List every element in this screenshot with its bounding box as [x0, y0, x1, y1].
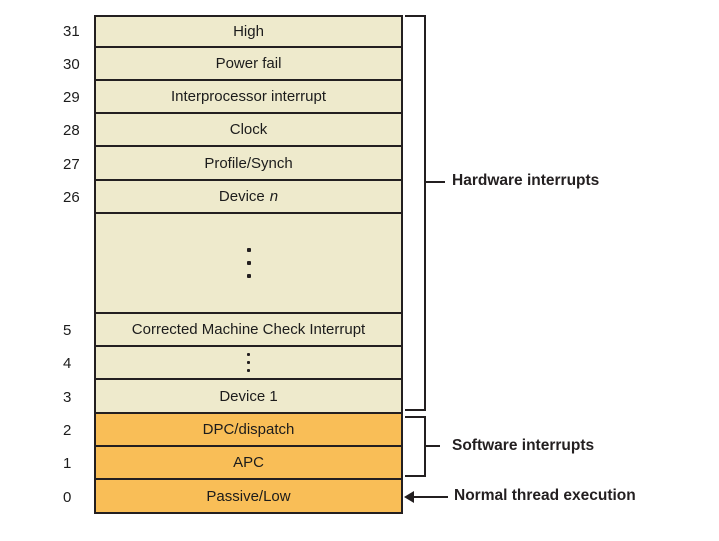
irql-cell-high: High — [94, 15, 403, 48]
hardware-interrupts-bracket — [405, 15, 426, 411]
irql-level-number: 26 — [63, 189, 80, 206]
irql-row-4: 4 — [63, 347, 403, 380]
irql-cell-label: Corrected Machine Check Interrupt — [131, 321, 366, 338]
irql-row-3: 3 Device 1 — [63, 380, 403, 414]
irql-cell-power-fail: Power fail — [94, 48, 403, 81]
irql-cell-label: Interprocessor interrupt — [170, 88, 327, 105]
irql-cell-label: Clock — [229, 121, 268, 138]
vertical-ellipsis-icon — [247, 353, 250, 372]
irql-cell-label: Device 1 — [219, 387, 278, 405]
irql-cell-passive-low: Passive/Low — [94, 480, 403, 514]
irql-level-number: 5 — [63, 322, 72, 339]
irql-cell-label: Device — [218, 188, 265, 205]
irql-row-0: 0 Passive/Low — [63, 480, 403, 514]
left-arrow-icon — [413, 496, 448, 498]
software-bracket-tick — [426, 445, 440, 447]
irql-cell-profile-synch: Profile/Synch — [94, 147, 403, 181]
irql-cell-label: APC — [233, 454, 264, 471]
hardware-interrupts-label: Hardware interrupts — [452, 172, 600, 189]
irql-cell-label: High — [233, 23, 264, 40]
normal-thread-execution-label: Normal thread execution — [454, 487, 636, 504]
irql-cell-device-1: Device 1 — [94, 380, 403, 414]
left-arrow-icon — [404, 491, 414, 503]
irql-cell-clock: Clock — [94, 114, 403, 147]
software-interrupts-bracket — [405, 416, 426, 477]
irql-level-number: 2 — [63, 422, 72, 439]
irql-level-number: 3 — [63, 388, 72, 406]
irql-cell-gap — [94, 214, 403, 314]
irql-row-27: 27 Profile/Synch — [63, 147, 403, 181]
irql-level-number: 28 — [63, 122, 80, 139]
irql-level-number: 27 — [63, 155, 80, 173]
irql-cell-label: Profile/Synch — [204, 154, 293, 172]
irql-cell-label-italic: n — [269, 188, 279, 205]
irql-row-gap — [63, 214, 403, 314]
irql-cell-dpc-dispatch: DPC/dispatch — [94, 414, 403, 447]
software-interrupts-label: Software interrupts — [452, 437, 595, 454]
irql-cell-cmci: Corrected Machine Check Interrupt — [94, 314, 403, 347]
irql-cell-gap-small — [94, 347, 403, 380]
irql-level-number: 29 — [63, 89, 80, 106]
irql-level-number: 0 — [63, 488, 72, 506]
hardware-bracket-tick — [426, 181, 445, 183]
irql-level-number: 31 — [63, 23, 80, 40]
irql-row-1: 1 APC — [63, 447, 403, 480]
irql-cell-apc: APC — [94, 447, 403, 480]
irql-row-30: 30 Power fail — [63, 48, 403, 81]
vertical-ellipsis-icon — [246, 248, 251, 278]
irql-cell-label: DPC/dispatch — [202, 421, 295, 438]
irql-level-number: 4 — [63, 355, 72, 372]
irql-level-number: 1 — [63, 455, 72, 472]
irql-level-number: 30 — [63, 56, 80, 73]
irql-cell-label: Passive/Low — [206, 487, 291, 505]
irql-row-5: 5 Corrected Machine Check Interrupt — [63, 314, 403, 347]
irql-cell-label: Power fail — [215, 55, 282, 72]
irql-row-29: 29 Interprocessor interrupt — [63, 81, 403, 114]
irql-row-2: 2 DPC/dispatch — [63, 414, 403, 447]
irql-row-28: 28 Clock — [63, 114, 403, 147]
irql-level-number — [63, 214, 94, 314]
irql-level-stack: 31 High 30 Power fail 29 Interprocessor … — [63, 15, 403, 514]
irql-cell-interprocessor: Interprocessor interrupt — [94, 81, 403, 114]
irql-row-31: 31 High — [63, 15, 403, 48]
